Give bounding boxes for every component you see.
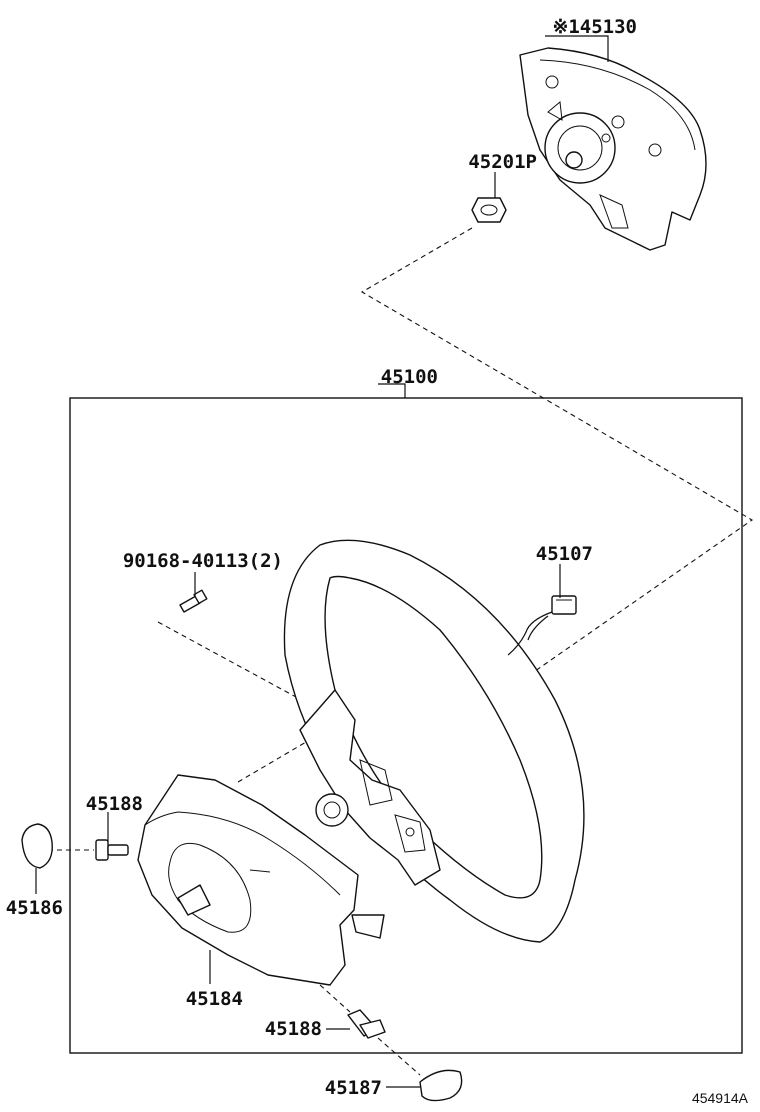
label-bolt-90168-40113: 90168-40113(2): [123, 550, 283, 572]
screw-bottom-part: [347, 1009, 386, 1039]
label-cover-45184: 45184: [186, 988, 243, 1010]
assembly-guide-lines: [48, 227, 754, 1076]
steering-wheel-part: [283, 539, 585, 943]
leader-lines: [35, 35, 609, 1088]
label-screw-45188-bottom: 45188: [265, 1018, 322, 1040]
cap-left-part: [21, 823, 53, 869]
label-connector-45107: 45107: [536, 543, 593, 565]
connector-part: [507, 595, 577, 656]
label-assembly-45100: 45100: [381, 366, 438, 388]
assembly-frame: [69, 397, 743, 1054]
label-screw-45188-left: 45188: [86, 793, 143, 815]
label-airbag-145130: ※145130: [552, 16, 637, 38]
airbag-module-part: [519, 47, 707, 251]
screw-left-part: [95, 839, 129, 861]
label-cap-45186: 45186: [6, 897, 63, 919]
bolt-part: [179, 589, 208, 613]
lower-cover-part: [137, 774, 385, 986]
nut-part: [471, 197, 507, 223]
label-nut-45201p: 45201P: [468, 151, 537, 173]
diagram-code: 454914A: [692, 1090, 749, 1106]
label-cap-45187: 45187: [325, 1077, 382, 1099]
cap-bottom-part: [419, 1069, 463, 1102]
